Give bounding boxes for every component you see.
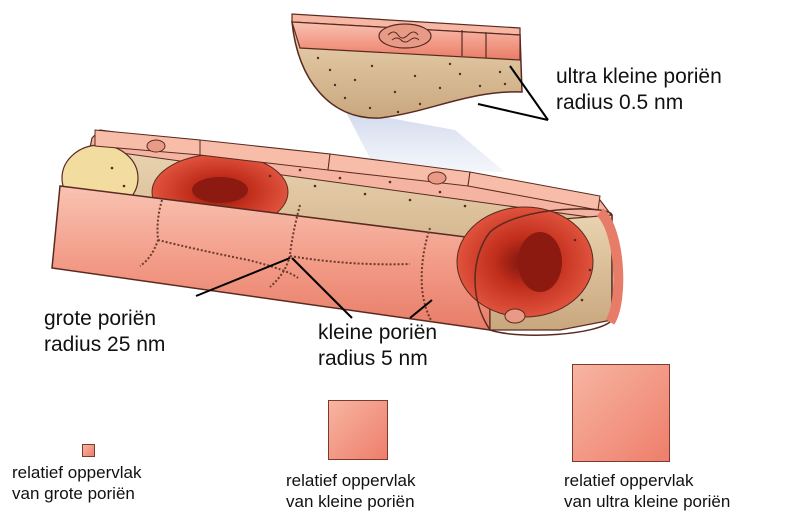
label-ultra-line1: ultra kleine poriën xyxy=(556,64,722,90)
caption-large-line2: van grote poriën xyxy=(12,483,141,504)
caption-small-line2: van kleine poriën xyxy=(286,491,415,512)
label-small-line1: kleine poriën xyxy=(318,320,437,346)
label-ultra-small-pores: ultra kleine poriën radius 0.5 nm xyxy=(556,64,722,116)
caption-small-pores: relatief oppervlak van kleine poriën xyxy=(286,470,415,512)
caption-large-pores: relatief oppervlak van grote poriën xyxy=(12,462,141,504)
label-large-pores: grote poriën radius 25 nm xyxy=(44,306,165,358)
caption-small-line1: relatief oppervlak xyxy=(286,470,415,491)
capillary-tube xyxy=(52,130,618,335)
label-small-pores: kleine poriën radius 5 nm xyxy=(318,320,437,372)
magnified-wall-section xyxy=(292,14,522,118)
label-large-line2: radius 25 nm xyxy=(44,332,165,358)
label-ultra-line2: radius 0.5 nm xyxy=(556,90,722,116)
area-square-ultra-small-pores xyxy=(572,364,670,462)
label-small-line2: radius 5 nm xyxy=(318,346,437,372)
cell-nucleus xyxy=(379,24,431,48)
caption-ultra-line1: relatief oppervlak xyxy=(564,470,730,491)
caption-ultra-small-pores: relatief oppervlak van ultra kleine pori… xyxy=(564,470,730,512)
caption-ultra-line2: van ultra kleine poriën xyxy=(564,491,730,512)
label-large-line1: grote poriën xyxy=(44,306,165,332)
caption-large-line1: relatief oppervlak xyxy=(12,462,141,483)
area-square-large-pores xyxy=(82,444,95,457)
area-square-small-pores xyxy=(328,400,388,460)
